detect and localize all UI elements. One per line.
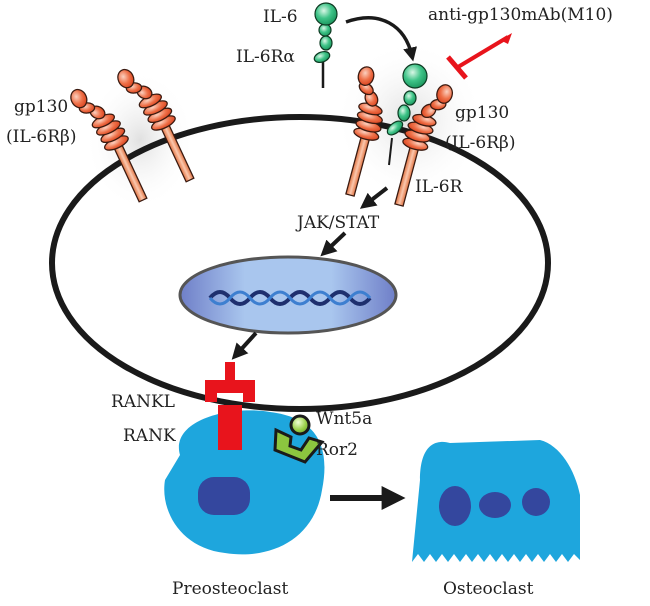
rankl-rank-complex [205,362,255,450]
label-osteoclast: Osteoclast [443,579,534,599]
label-gp130-right: gp130 [455,103,509,123]
label-rank: RANK [123,426,176,446]
label-il6r: IL-6R [415,177,464,197]
osteoclast-nucleus-2 [479,492,511,518]
osteoclast-nucleus-3 [522,488,550,516]
wnt5a-ror2-complex [273,414,325,464]
label-wnt5a: Wnt5a [316,409,372,429]
arrow-jakstat-to-nucleus [320,231,347,257]
label-il6: IL-6 [263,7,298,27]
arrow-nucleus-to-rankl [231,331,258,360]
label-preosteoclast: Preosteoclast [172,579,289,599]
dna-strand-2 [208,290,372,306]
preosteoclast-nucleus [198,477,250,515]
label-rankl: RANKL [111,392,175,412]
label-gp130-right-sub: (IL-6Rβ) [445,133,515,153]
arrow-il6-to-gp130 [345,16,417,62]
label-antibody: anti-gp130mAb(M10) [428,5,613,25]
label-il6ra: IL-6Rα [236,47,295,67]
osteoclast-nucleus-1 [439,486,471,526]
inhibitor-m10 [446,33,512,80]
label-ror2: Ror2 [316,440,358,460]
arrow-il6r-to-jakstat [359,186,389,209]
osteoclast-cell [412,440,580,562]
il6-free-complex [313,2,338,88]
il6-bound-complex [386,63,428,166]
nucleus [178,255,398,335]
label-gp130-left-sub: (IL-6Rβ) [6,127,76,147]
label-jakstat: JAK/STAT [295,213,380,233]
cell-membrane [49,114,551,412]
label-gp130-left: gp130 [14,97,68,117]
